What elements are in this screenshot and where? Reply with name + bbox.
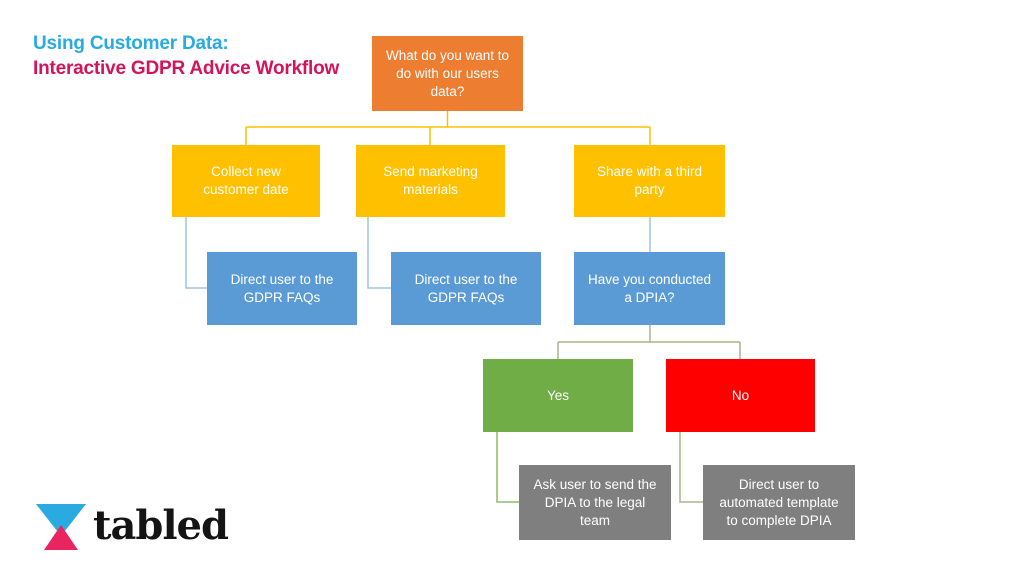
slide-title-line1: Using Customer Data: bbox=[33, 33, 229, 54]
flow-node-action-template: Direct user to automated template to com… bbox=[703, 465, 855, 540]
flow-node-question-root: What do you want to do with our users da… bbox=[372, 36, 523, 111]
tabled-logo-text: tabled bbox=[93, 502, 229, 549]
flow-node-question-dpia: Have you conducted a DPIA? bbox=[574, 252, 725, 325]
logo-triangle-up-icon bbox=[44, 525, 78, 550]
logo-triangle-down-icon bbox=[36, 504, 86, 536]
flow-node-answer-no: No bbox=[666, 359, 815, 432]
flow-node-action-faq-2: Direct user to the GDPR FAQs bbox=[391, 252, 541, 325]
tabled-logo-icon bbox=[36, 504, 86, 550]
connector-collect-to-faq bbox=[185, 217, 207, 289]
connector-yes-to-legal bbox=[496, 432, 519, 503]
connector-no-to-template bbox=[679, 432, 703, 503]
flow-node-action-faq-1: Direct user to the GDPR FAQs bbox=[207, 252, 357, 325]
flow-node-option-share: Share with a third party bbox=[574, 145, 725, 217]
tabled-logo: tabled bbox=[33, 500, 229, 556]
slide-title: Using Customer Data: Interactive GDPR Ad… bbox=[33, 31, 339, 81]
connector-marketing-to-faq bbox=[367, 217, 391, 289]
flow-node-option-collect: Collect new customer date bbox=[172, 145, 320, 217]
flow-node-action-legal: Ask user to send the DPIA to the legal t… bbox=[519, 465, 671, 540]
slide-title-line2: Interactive GDPR Advice Workflow bbox=[33, 58, 340, 79]
flow-node-option-marketing: Send marketing materials bbox=[356, 145, 505, 217]
flow-node-answer-yes: Yes bbox=[483, 359, 633, 432]
